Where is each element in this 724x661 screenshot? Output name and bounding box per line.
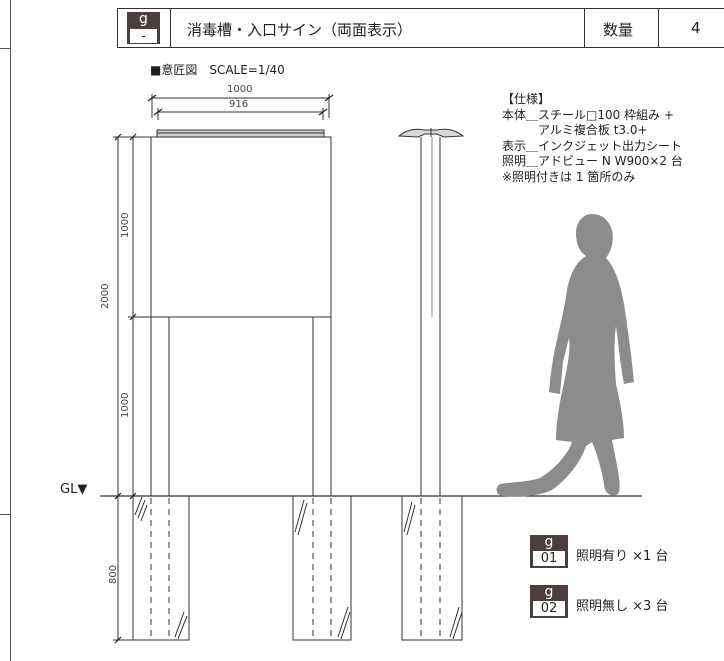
dim-tick	[147, 94, 157, 102]
sign-panel	[150, 136, 332, 318]
spec-line: ※照明付きは 1 箇所のみ	[502, 169, 636, 184]
spec-line: アルミ複合板 t3.0+	[502, 123, 648, 137]
legend-badge: g 02	[530, 585, 568, 618]
person-silhouette-icon	[496, 214, 634, 497]
title-block: g - 消毒槽・入口サイン（両面表示） 数量 4	[117, 8, 724, 48]
legend-label: 照明有り ×1 台	[576, 549, 669, 564]
dim-panel-height: 1000	[120, 212, 131, 238]
foundation-right	[292, 495, 352, 641]
legend-badge-code: 02	[532, 600, 566, 617]
qty-label-cell: 数量	[585, 9, 659, 47]
spec-heading: 【仕様】	[502, 92, 551, 106]
legend-badge: g 01	[530, 535, 568, 568]
spec-block: 【仕様】 本体＿スチール□100 枠組み + アルミ複合板 t3.0+ 表示＿イ…	[502, 92, 720, 185]
legend-label: 照明無し ×3 台	[576, 599, 669, 614]
dim-overall-width: 1000	[227, 84, 253, 95]
hatch-mark	[403, 501, 416, 536]
dim-tick	[153, 108, 163, 116]
sheet-border	[10, 0, 11, 661]
sheet-border-tick	[0, 514, 10, 515]
dim-tick	[318, 108, 328, 116]
dim-tick	[114, 492, 122, 500]
ground-level-label: GL▼	[60, 482, 88, 497]
hatch-mark	[337, 606, 351, 640]
dim-tick	[129, 133, 137, 141]
hatch-mark	[134, 496, 148, 522]
foundation-left	[132, 495, 190, 641]
dim-inner-width: 916	[229, 99, 249, 110]
dim-tick	[324, 94, 334, 102]
dim-tick	[129, 313, 137, 321]
dim-total-height: 2000	[100, 283, 111, 309]
view-scale-label: ■意匠図 SCALE=1/40	[150, 63, 285, 77]
spec-line: 照明＿アドビュー N W900×2 台	[502, 154, 683, 168]
dim-tick	[129, 492, 137, 500]
qty-value-cell: 4	[659, 9, 724, 47]
qty-value: 4	[691, 19, 701, 37]
badge-code: -	[129, 28, 158, 44]
title-cell: 消毒槽・入口サイン（両面表示）	[171, 9, 585, 47]
hatch-mark	[449, 606, 463, 640]
dim-tick	[114, 636, 122, 644]
legend-badge-letter: g	[544, 584, 554, 600]
foundation-side	[401, 495, 463, 641]
spec-line: 表示＿インクジェット出力シート	[502, 138, 683, 153]
hatch-mark	[174, 611, 188, 640]
badge-letter: g	[139, 11, 148, 27]
dim-post-height: 1000	[120, 392, 131, 418]
qty-label: 数量	[603, 21, 634, 39]
badge-cell: g -	[118, 9, 171, 47]
item-badge: g -	[127, 12, 160, 44]
dim-tick	[114, 133, 122, 141]
legend-badge-code: 01	[532, 550, 566, 567]
sheet-border-tick	[0, 48, 10, 49]
spec-line: 本体＿スチール□100 枠組み +	[502, 107, 674, 122]
hatch-mark	[294, 499, 308, 536]
sign-title: 消毒槽・入口サイン（両面表示）	[187, 21, 413, 39]
legend-badge-letter: g	[544, 534, 554, 550]
dim-foundation-depth: 800	[108, 564, 119, 584]
